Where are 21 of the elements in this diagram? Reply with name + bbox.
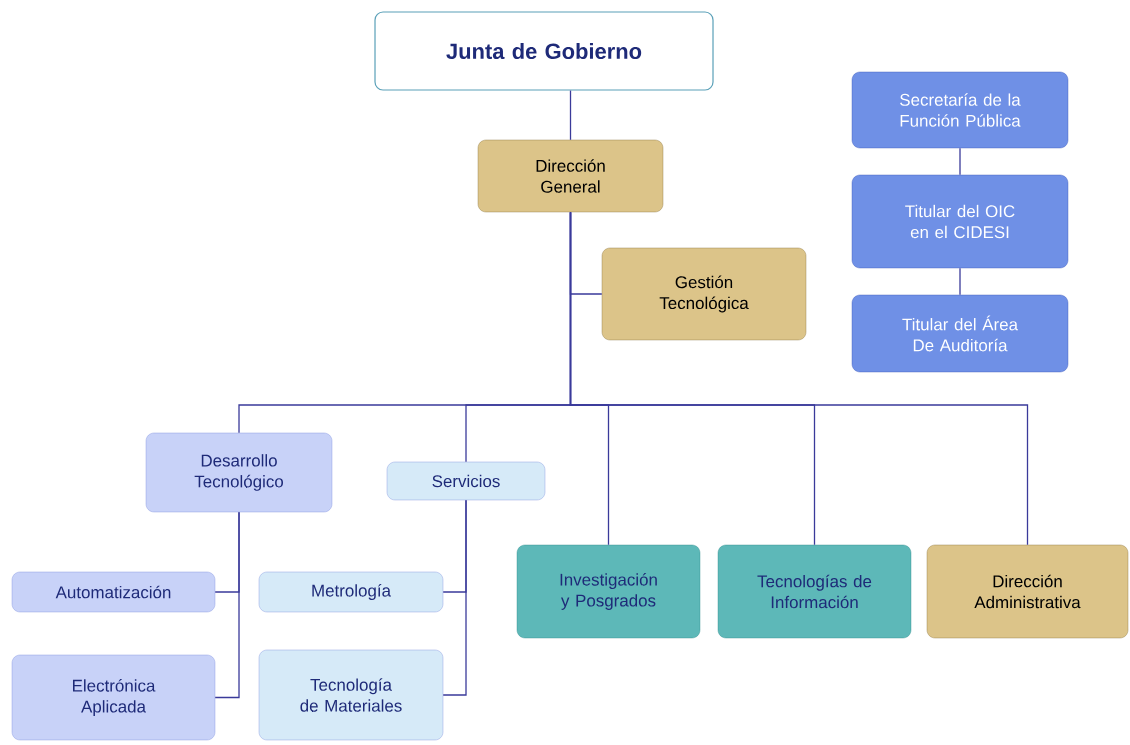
department-box: Titular del Área De Auditoría: [851, 294, 1069, 373]
department-box: Tecnología de Materiales: [258, 649, 444, 741]
department-box: Dirección General: [477, 139, 664, 213]
department-box: Electrónica Aplicada: [11, 654, 216, 741]
connector-line: [569, 211, 1029, 546]
connector-line: [959, 147, 961, 176]
connector-line: [569, 89, 572, 141]
department-box: Investigación y Posgrados: [516, 544, 701, 639]
connector-line: [442, 499, 467, 696]
connector-line: [959, 267, 961, 296]
department-box: Secretaría de la Función Pública: [851, 71, 1069, 149]
department-box: Desarrollo Tecnológico: [145, 432, 333, 513]
department-box: Servicios: [386, 461, 546, 501]
org-chart-box: Junta de Gobierno: [374, 11, 714, 91]
department-box: Automatización: [11, 571, 216, 613]
department-box: Gestión Tecnológica: [601, 247, 807, 341]
department-box: Titular del OIC en el CIDESI: [851, 174, 1069, 269]
department-box: Dirección Administrativa: [926, 544, 1129, 639]
department-box: Metrología: [258, 571, 444, 613]
department-box: Tecnologías de Información: [717, 544, 912, 639]
connector-line: [214, 511, 240, 699]
